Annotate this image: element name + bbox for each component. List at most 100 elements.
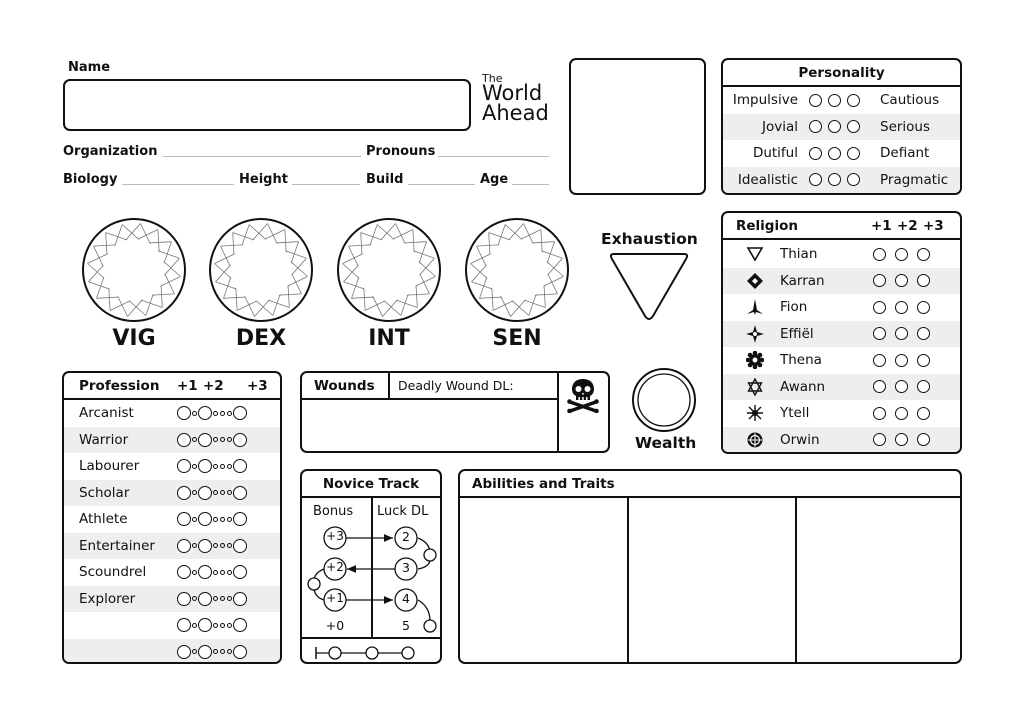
- religion-option-2[interactable]: [894, 247, 908, 261]
- name-field[interactable]: [63, 79, 471, 131]
- abilities-column-3[interactable]: [797, 498, 960, 662]
- personality-left-label: Dutiful: [752, 145, 798, 162]
- profession-option-1[interactable]: [177, 565, 191, 580]
- profession-pip: [213, 596, 218, 602]
- profession-option-3[interactable]: [233, 459, 247, 474]
- profession-track: [177, 432, 247, 447]
- profession-name: Arcanist: [79, 405, 134, 422]
- profession-option-2[interactable]: [198, 512, 212, 527]
- luck-value-4: 5: [402, 618, 410, 633]
- religion-option-3[interactable]: [916, 247, 930, 261]
- religion-option-3[interactable]: [916, 274, 930, 288]
- personality-option-2[interactable]: [828, 146, 841, 160]
- religion-option-1[interactable]: [872, 274, 886, 288]
- religion-option-1[interactable]: [872, 353, 886, 367]
- profession-option-1[interactable]: [177, 644, 191, 659]
- profession-option-3[interactable]: [233, 512, 247, 527]
- abilities-column-1[interactable]: [460, 498, 627, 662]
- personality-option-2[interactable]: [828, 93, 841, 107]
- stat-circle-int[interactable]: [335, 216, 443, 324]
- abilities-column-2[interactable]: [629, 498, 795, 662]
- religion-option-2[interactable]: [894, 300, 908, 314]
- religion-row: Fion: [723, 294, 960, 321]
- stat-circle-dex[interactable]: [207, 216, 315, 324]
- religion-option-2[interactable]: [894, 353, 908, 367]
- profession-option-1[interactable]: [177, 618, 191, 633]
- stat-circle-sen[interactable]: [463, 216, 571, 324]
- religion-option-1[interactable]: [872, 406, 886, 420]
- religion-option-3[interactable]: [916, 353, 930, 367]
- personality-option-1[interactable]: [809, 173, 822, 187]
- profession-option-2[interactable]: [198, 459, 212, 474]
- personality-option-3[interactable]: [847, 120, 860, 134]
- profession-option-3[interactable]: [233, 485, 247, 500]
- profession-option-1[interactable]: [177, 591, 191, 606]
- personality-option-3[interactable]: [847, 93, 860, 107]
- portrait-box[interactable]: [569, 58, 706, 195]
- profession-option-1[interactable]: [177, 432, 191, 447]
- profession-option-1[interactable]: [177, 459, 191, 474]
- profession-option-3[interactable]: [233, 644, 247, 659]
- religion-option-1[interactable]: [872, 433, 886, 447]
- exhaustion-triangle[interactable]: [606, 249, 692, 325]
- profession-option-3[interactable]: [233, 618, 247, 633]
- religion-option-3[interactable]: [916, 433, 930, 447]
- personality-option-3[interactable]: [847, 173, 860, 187]
- religion-option-3[interactable]: [916, 406, 930, 420]
- religion-option-2[interactable]: [894, 433, 908, 447]
- profession-option-2[interactable]: [198, 406, 212, 421]
- profession-option-3[interactable]: [233, 591, 247, 606]
- wounds-field[interactable]: [302, 400, 557, 451]
- profession-option-2[interactable]: [198, 644, 212, 659]
- biology-field[interactable]: [122, 184, 234, 185]
- religion-option-1[interactable]: [872, 327, 886, 341]
- religion-option-2[interactable]: [894, 406, 908, 420]
- height-field[interactable]: [292, 184, 360, 185]
- stat-circle-vig[interactable]: [80, 216, 188, 324]
- religion-option-2[interactable]: [894, 274, 908, 288]
- profession-pip: [220, 569, 225, 575]
- personality-option-2[interactable]: [828, 120, 841, 134]
- religion-row: Thian: [723, 241, 960, 268]
- profession-option-2[interactable]: [198, 538, 212, 553]
- profession-option-1[interactable]: [177, 512, 191, 527]
- profession-col-1: +1: [177, 377, 198, 394]
- age-field[interactable]: [512, 184, 549, 185]
- religion-option-1[interactable]: [872, 300, 886, 314]
- wealth-circle[interactable]: [630, 366, 698, 434]
- logo-line2: World: [482, 81, 543, 105]
- profession-option-3[interactable]: [233, 432, 247, 447]
- profession-row: Entertainer: [64, 532, 280, 559]
- stat-label-vig: VIG: [112, 326, 156, 351]
- religion-option-3[interactable]: [916, 327, 930, 341]
- religion-option-1[interactable]: [872, 380, 886, 394]
- profession-option-2[interactable]: [198, 618, 212, 633]
- organization-field[interactable]: [163, 156, 361, 157]
- religion-option-3[interactable]: [916, 380, 930, 394]
- profession-option-1[interactable]: [177, 406, 191, 421]
- profession-option-3[interactable]: [233, 406, 247, 421]
- personality-option-1[interactable]: [809, 146, 822, 160]
- profession-option-1[interactable]: [177, 485, 191, 500]
- religion-option-2[interactable]: [894, 380, 908, 394]
- abilities-divider-2: [795, 498, 797, 662]
- profession-option-3[interactable]: [233, 538, 247, 553]
- profession-option-2[interactable]: [198, 485, 212, 500]
- religion-option-2[interactable]: [894, 327, 908, 341]
- triangle-down-icon: [746, 247, 764, 262]
- personality-option-1[interactable]: [809, 93, 822, 107]
- profession-option-1[interactable]: [177, 538, 191, 553]
- personality-option-3[interactable]: [847, 146, 860, 160]
- build-field[interactable]: [408, 184, 475, 185]
- age-label: Age: [480, 172, 509, 187]
- personality-option-1[interactable]: [809, 120, 822, 134]
- profession-option-2[interactable]: [198, 432, 212, 447]
- profession-track: [177, 618, 247, 633]
- profession-option-2[interactable]: [198, 591, 212, 606]
- religion-option-3[interactable]: [916, 300, 930, 314]
- pronouns-field[interactable]: [438, 156, 549, 157]
- profession-option-2[interactable]: [198, 565, 212, 580]
- profession-option-3[interactable]: [233, 565, 247, 580]
- religion-option-1[interactable]: [872, 247, 886, 261]
- personality-option-2[interactable]: [828, 173, 841, 187]
